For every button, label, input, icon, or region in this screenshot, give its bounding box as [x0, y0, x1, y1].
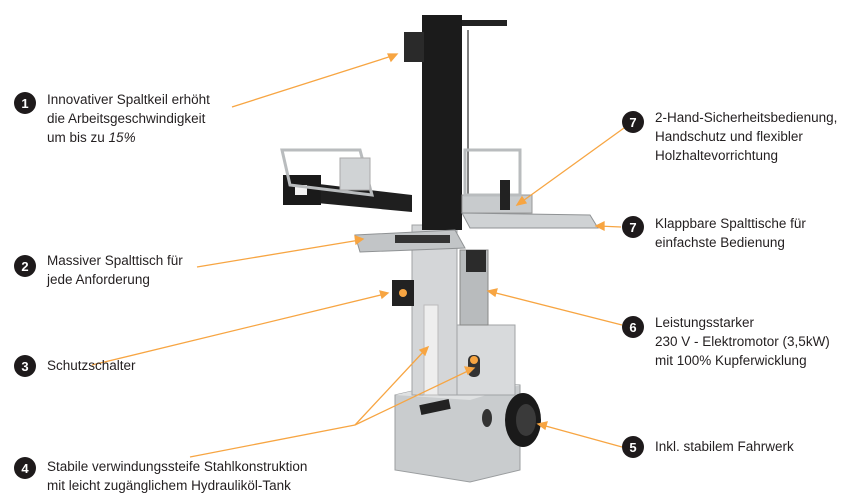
callout-line: Massiver Spalttisch für — [47, 253, 183, 268]
callout-line: Schutzschalter — [47, 358, 136, 373]
callout-number-badge: 3 — [14, 355, 36, 377]
callout-line: Inkl. stabilem Fahrwerk — [655, 439, 794, 454]
callout-leader-lines — [91, 53, 625, 458]
callout-line: mit leicht zugänglichem Hydrauliköl-Tank — [47, 478, 291, 493]
callout-number-badge: 5 — [622, 436, 644, 458]
callout-line: Innovativer Spaltkeil erhöht — [47, 92, 210, 107]
callout-text-sicherheitsbedienung: 2-Hand-Sicherheitsbedienung, Handschutz u… — [655, 108, 837, 165]
callout-line: Holzhaltevorrichtung — [655, 148, 779, 163]
callout-line: Klappbare Spalttische für — [655, 216, 806, 231]
callout-highlight: 15% — [108, 130, 136, 145]
callout-line: Leistungsstarker — [655, 315, 755, 330]
callout-text-elektromotor: Leistungsstarker 230 V - Elektromotor (3,… — [655, 313, 830, 370]
callout-text-spaltkeil: Innovativer Spaltkeil erhöht die Arbeitsg… — [47, 90, 210, 147]
callout-line: um bis zu — [47, 130, 105, 145]
callout-number-badge: 1 — [14, 92, 36, 114]
callout-line: jede Anforderung — [47, 272, 150, 287]
callout-text-fahrwerk: Inkl. stabilem Fahrwerk — [655, 437, 794, 456]
callout-line: die Arbeitsgeschwindigkeit — [47, 111, 206, 126]
callout-number-badge: 2 — [14, 255, 36, 277]
callout-number-badge: 7 — [622, 216, 644, 238]
callout-number-badge: 4 — [14, 457, 36, 479]
callout-line: 2-Hand-Sicherheitsbedienung, — [655, 110, 838, 125]
callout-line: einfachste Bedienung — [655, 235, 785, 250]
callout-line: 230 V - Elektromotor (3,5kW) — [655, 334, 830, 349]
callout-number-badge: 7 — [622, 111, 644, 133]
log-splitter-machine — [280, 15, 599, 483]
callout-line: mit 100% Kupferwicklung — [655, 353, 807, 368]
callout-line: Stabile verwindungssteife Stahlkonstrukt… — [47, 459, 308, 474]
callout-text-stahlkonstruktion: Stabile verwindungssteife Stahlkonstrukt… — [47, 457, 307, 495]
callout-text-spalttische: Klappbare Spalttische für einfachste Bedi… — [655, 214, 806, 252]
callout-number-badge: 6 — [622, 316, 644, 338]
callout-text-schutzschalter: Schutzschalter — [47, 356, 136, 375]
callout-line: Handschutz und flexibler — [655, 129, 803, 144]
callout-text-spalttisch: Massiver Spalttisch für jede Anforderung — [47, 251, 183, 289]
